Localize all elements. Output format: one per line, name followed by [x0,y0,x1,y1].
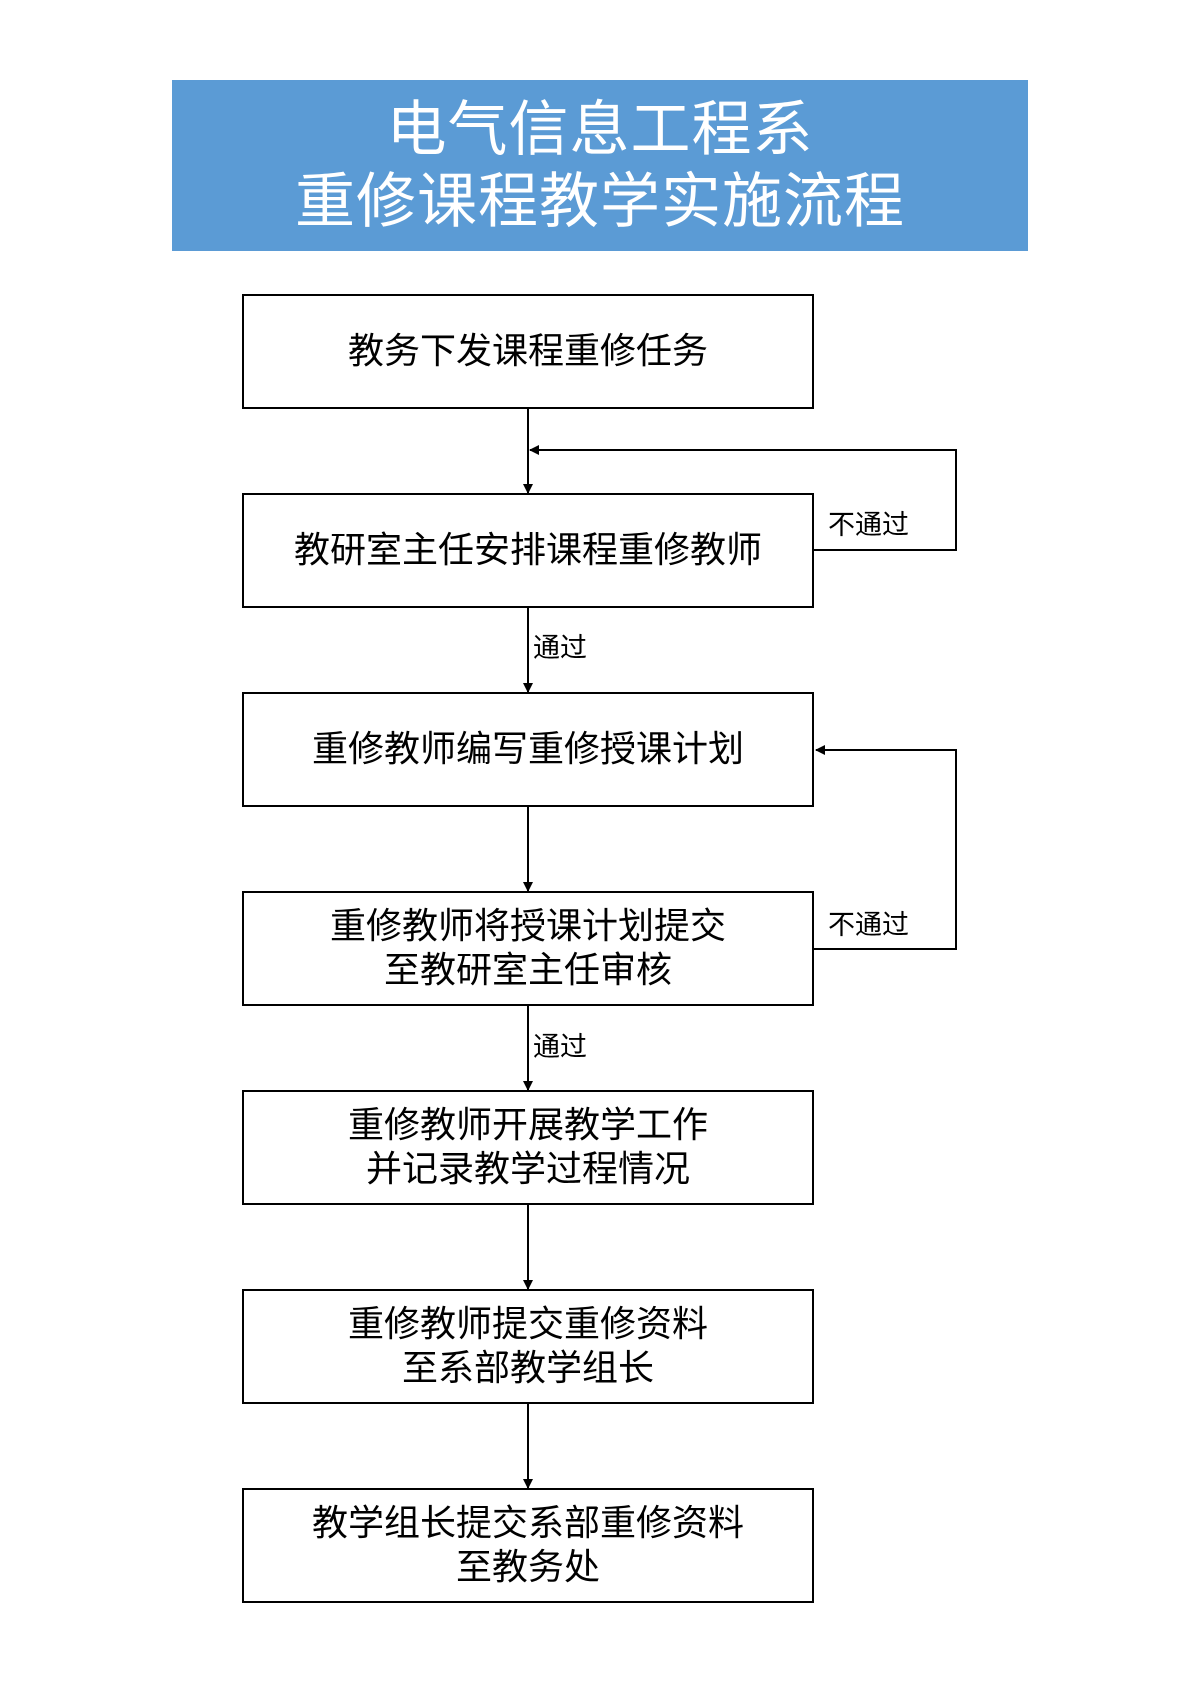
step-6-text-line-1: 重修教师提交重修资料 [347,1303,708,1345]
fail-label-1: 不通过 [828,510,909,541]
step-box-5: 重修教师开展教学工作 并记录教学过程情况 [242,1090,814,1205]
feedback-loop-step2 [529,445,957,551]
step-7-text-line-2: 至教务处 [455,1546,600,1588]
title-line-2: 重修课程教学实施流程 [295,166,905,237]
pass-label-2: 通过 [533,1032,587,1063]
step-box-6: 重修教师提交重修资料 至系部教学组长 [242,1289,814,1404]
step-6-text-line-2: 至系部教学组长 [401,1347,654,1389]
step-2-text: 教研室主任安排课程重修教师 [293,529,762,571]
title-line-1: 电气信息工程系 [386,94,814,165]
step-box-1: 教务下发课程重修任务 [242,294,814,409]
fail-label-2: 不通过 [828,910,909,941]
step-box-7: 教学组长提交系部重修资料 至教务处 [242,1488,814,1603]
step-box-2: 教研室主任安排课程重修教师 [242,493,814,608]
step-3-text: 重修教师编写重修授课计划 [311,728,744,770]
title-banner: 电气信息工程系 重修课程教学实施流程 [172,80,1028,251]
step-1-text: 教务下发课程重修任务 [347,330,708,372]
feedback-loop-step4 [814,745,957,950]
pass-label-1: 通过 [533,633,587,664]
step-4-text-line-1: 重修教师将授课计划提交 [329,905,726,947]
step-4-text-line-2: 至教研室主任审核 [383,949,672,991]
step-5-text-line-2: 并记录教学过程情况 [365,1148,690,1190]
step-5-text-line-1: 重修教师开展教学工作 [347,1104,708,1146]
step-box-3: 重修教师编写重修授课计划 [242,692,814,807]
step-7-text-line-1: 教学组长提交系部重修资料 [311,1502,744,1544]
step-box-4: 重修教师将授课计划提交 至教研室主任审核 [242,891,814,1006]
